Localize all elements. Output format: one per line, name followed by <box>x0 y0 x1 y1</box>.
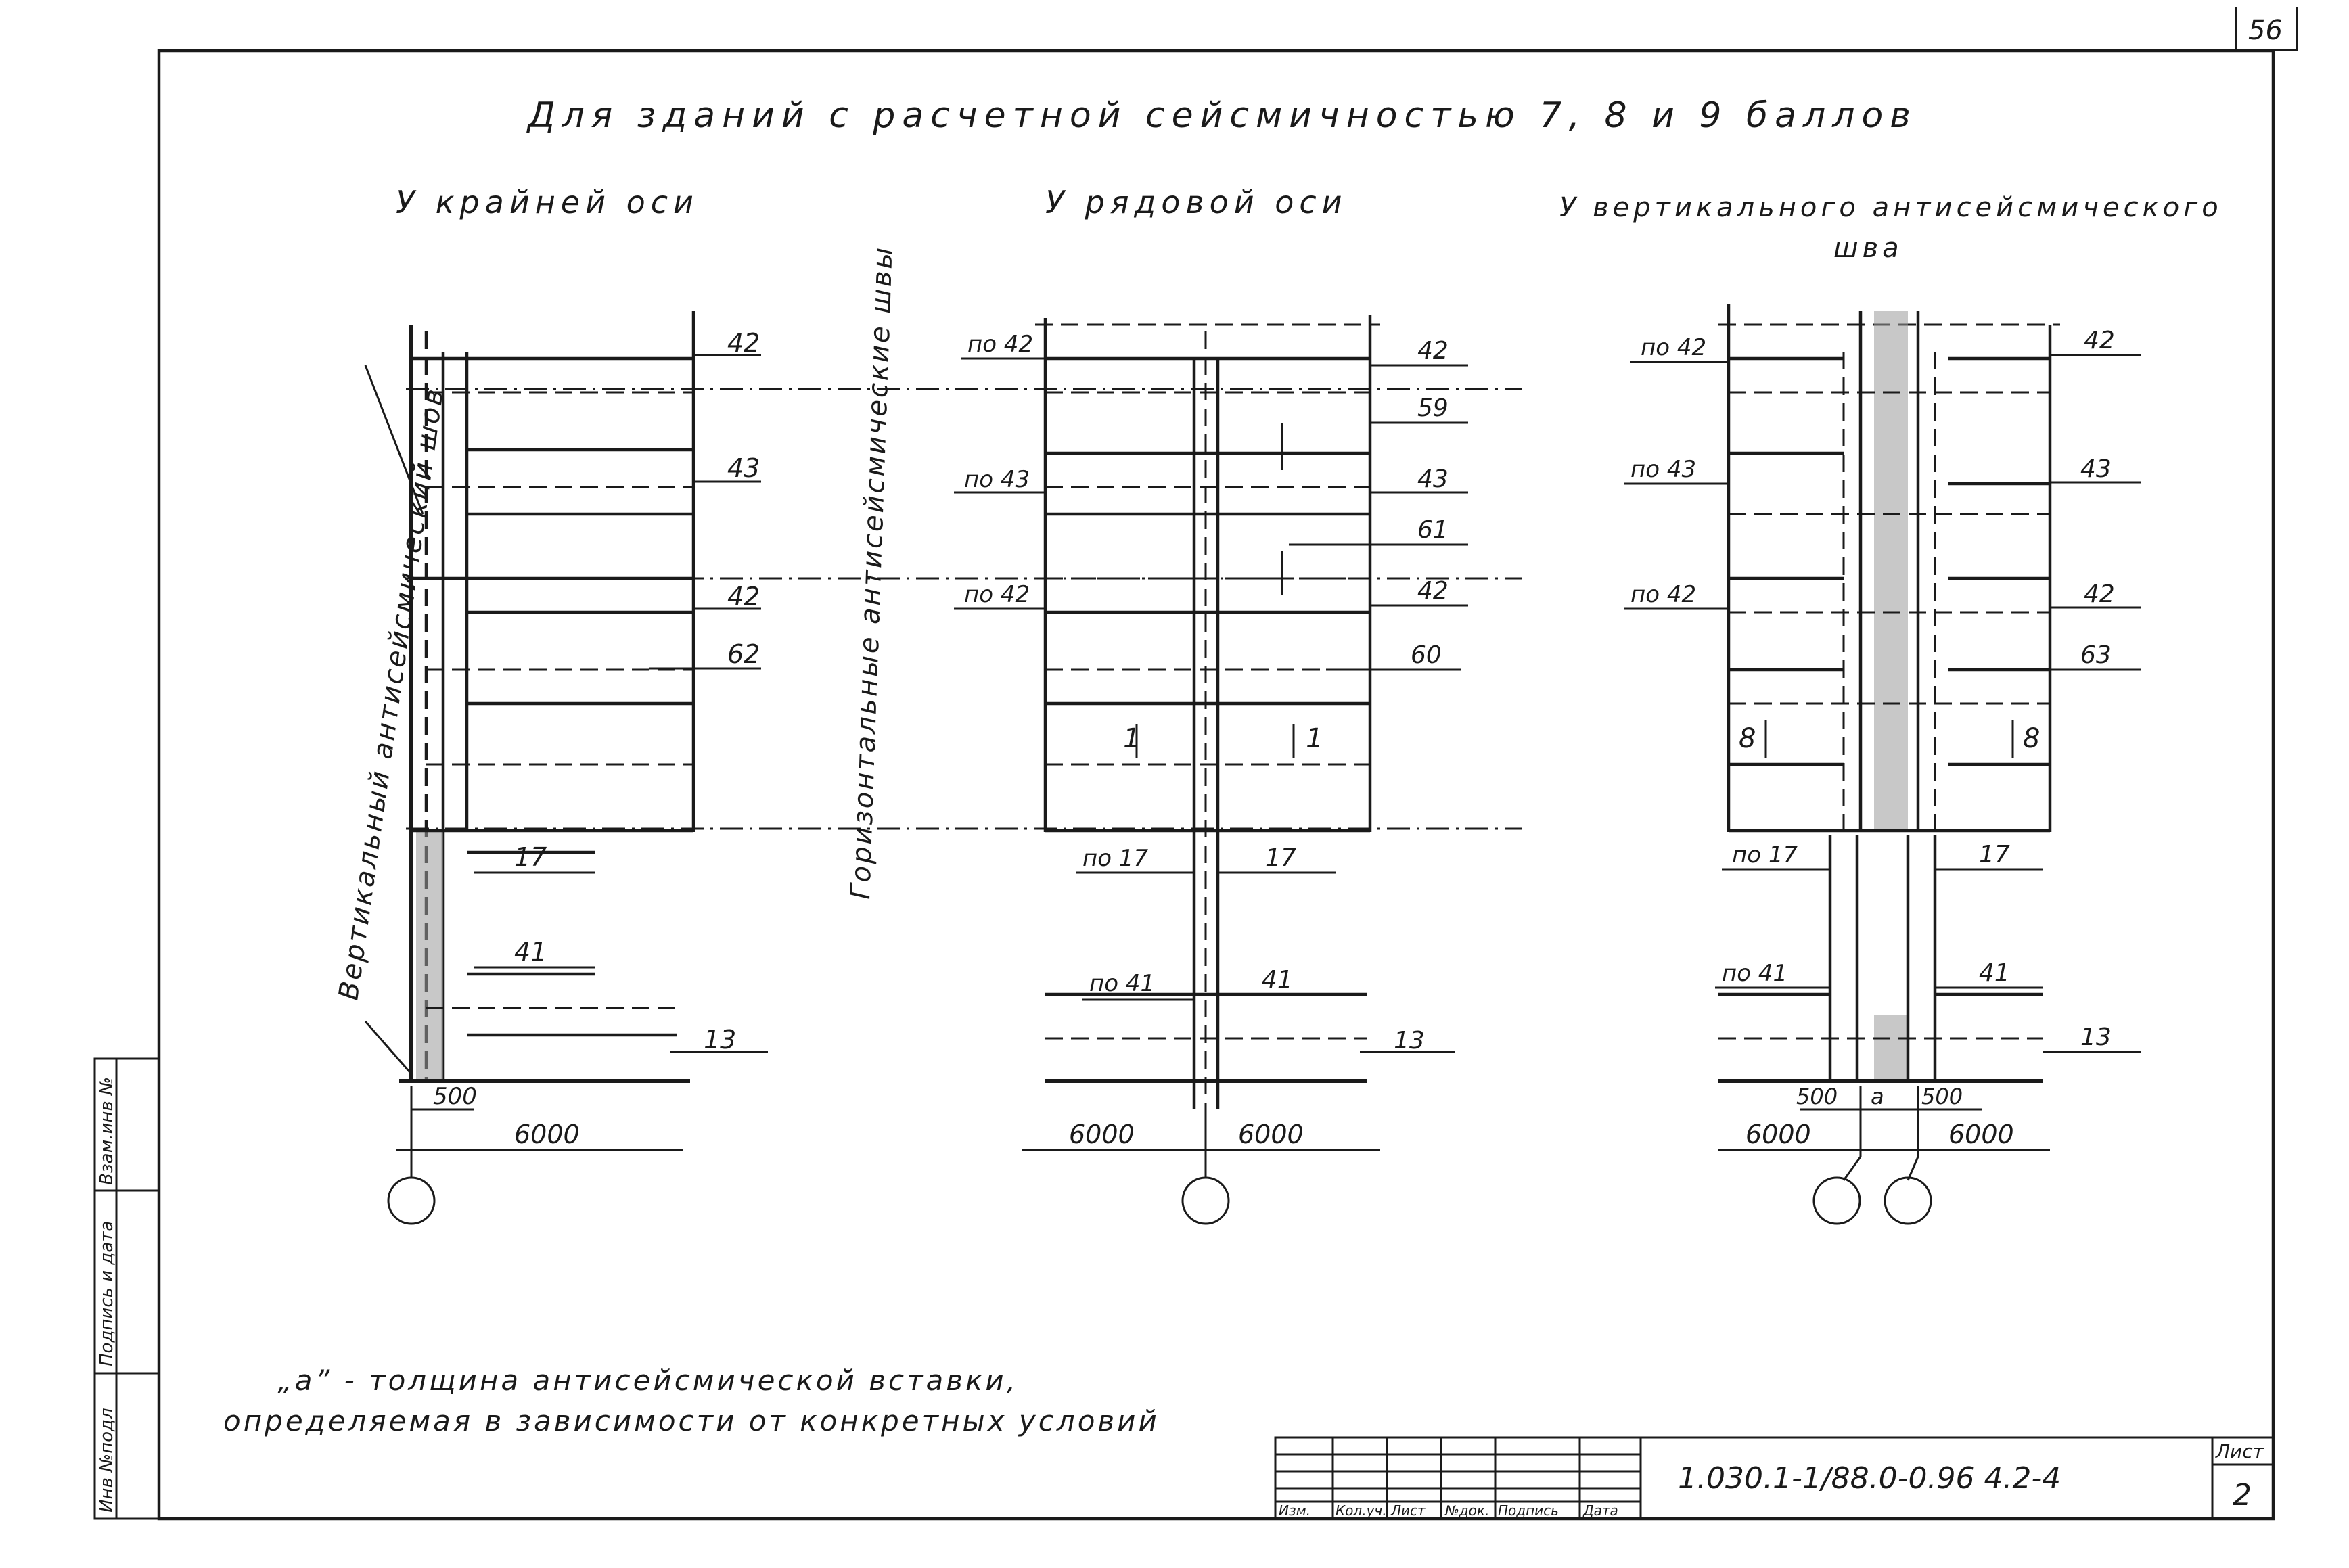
page-number-box: 56 <box>2235 7 2298 51</box>
footnote-line1: „а” - толщина антисейсмической вставки, <box>277 1364 1018 1397</box>
stamp-col-data: Дата <box>1582 1502 1618 1519</box>
left-label-43: 43 <box>727 453 760 483</box>
middle-right-label-60: 60 <box>1411 641 1442 669</box>
right-panel-drawing: 8 8 по 42 по 43 по 42 по 17 по 41 42 43 … <box>1624 304 2141 1225</box>
right-right-label-13: 13 <box>2080 1023 2112 1051</box>
right-section-mark-1: 8 <box>1739 723 1756 754</box>
right-right-label-41: 41 <box>1979 959 2010 987</box>
middle-left-label-po42b: по 42 <box>964 581 1030 608</box>
left-label-62: 62 <box>727 639 760 669</box>
right-left-label-po42a: по 42 <box>1641 334 1706 361</box>
title-block: Изм. Кол.уч. Лист №док. Подпись Дата 1.0… <box>1274 1436 2275 1520</box>
page-number: 56 <box>2248 15 2283 46</box>
middle-right-label-41: 41 <box>1262 966 1293 994</box>
right-section-mark-2: 8 <box>2023 723 2040 754</box>
right-dim-500-left: 500 <box>1796 1084 1838 1109</box>
right-panel-title-line2: шва <box>1833 233 1903 264</box>
right-left-label-po43: по 43 <box>1630 456 1696 483</box>
middle-section-mark-1: 1 <box>1123 723 1140 754</box>
right-panel-title-line1: У вертикального антисейсмического <box>1559 192 2222 223</box>
horizontal-joint-lines <box>406 388 1522 830</box>
left-dim-500: 500 <box>433 1083 477 1110</box>
middle-axis-bubble <box>1181 1176 1230 1225</box>
left-panel-title: У крайней оси <box>396 184 699 221</box>
right-dim-500-right: 500 <box>1921 1084 1963 1109</box>
middle-left-label-po43: по 43 <box>964 466 1030 493</box>
main-title: Для зданий с расчетной сейсмичностью 7, … <box>526 95 1917 136</box>
right-right-label-42b: 42 <box>2084 580 2115 608</box>
left-label-41: 41 <box>514 937 547 967</box>
left-label-13: 13 <box>704 1025 736 1055</box>
right-axis-bubble-left <box>1812 1176 1861 1225</box>
right-right-label-63: 63 <box>2080 641 2112 669</box>
stamp-sheet-number: 2 <box>2233 1478 2252 1513</box>
stamp-col-list: Лист <box>1390 1502 1426 1519</box>
left-axis-bubble <box>387 1176 436 1225</box>
right-right-label-43: 43 <box>2080 455 2112 483</box>
left-label-17: 17 <box>514 842 547 872</box>
drawing-frame <box>157 49 2275 1521</box>
middle-right-label-17: 17 <box>1265 844 1296 872</box>
middle-right-label-61: 61 <box>1417 516 1449 544</box>
left-label-42a: 42 <box>727 328 760 358</box>
right-dim-6000-right: 6000 <box>1948 1120 2014 1149</box>
right-right-label-42a: 42 <box>2084 327 2115 354</box>
stamp-col-izm: Изм. <box>1279 1502 1310 1519</box>
middle-dim-6000-left: 6000 <box>1069 1120 1135 1149</box>
middle-section-mark-2: 1 <box>1306 723 1323 754</box>
side-label-signature: Подпись и дата <box>97 1221 117 1366</box>
middle-right-label-42a: 42 <box>1417 337 1449 365</box>
side-label-replaced: Взам.инв № <box>97 1077 117 1185</box>
stamp-col-podpis: Подпись <box>1498 1502 1559 1519</box>
middle-left-label-po41: по 41 <box>1089 970 1155 997</box>
left-dim-6000: 6000 <box>514 1120 580 1149</box>
middle-right-label-59: 59 <box>1417 394 1449 422</box>
right-dim-a: а <box>1871 1084 1884 1109</box>
stamp-sheet-label: Лист <box>2215 1440 2264 1462</box>
middle-panel-title: У рядовой оси <box>1045 184 1348 221</box>
stamp-col-koluch: Кол.уч. <box>1336 1502 1387 1519</box>
side-label-inv: Инв №подл <box>97 1408 117 1513</box>
left-panel-drawing: Вертикальный антисейсмический шов 42 43 … <box>333 311 768 1225</box>
right-dim-6000-left: 6000 <box>1746 1120 1811 1149</box>
left-label-42b: 42 <box>727 582 760 612</box>
side-stamp: Инв №подл Подпись и дата Взам.инв № <box>93 1057 160 1520</box>
middle-left-label-po42a: по 42 <box>967 331 1033 358</box>
right-left-label-po41: по 41 <box>1722 960 1787 987</box>
right-right-label-17: 17 <box>1979 841 2010 869</box>
stamp-col-ndoc: №док. <box>1444 1502 1489 1519</box>
right-left-label-po42b: по 42 <box>1630 581 1696 608</box>
middle-right-label-13: 13 <box>1394 1027 1425 1055</box>
middle-left-label-po17: по 17 <box>1082 845 1148 872</box>
right-left-label-po17: по 17 <box>1732 841 1798 869</box>
middle-dim-6000-right: 6000 <box>1238 1120 1304 1149</box>
middle-right-label-42b: 42 <box>1417 577 1449 605</box>
middle-right-label-43: 43 <box>1417 465 1449 493</box>
horizontal-joints-note: Горизонтальные антисейсмические швы <box>845 245 899 900</box>
right-axis-bubble-right <box>1884 1176 1932 1225</box>
footnote-line2: определяемая в зависимости от конкретных… <box>223 1404 1160 1437</box>
stamp-designation: 1.030.1-1/88.0-0.96 4.2-4 <box>1678 1461 2061 1496</box>
middle-panel-drawing: 1 1 по 42 по 43 по 42 по 17 по 41 42 59 … <box>954 315 1468 1225</box>
